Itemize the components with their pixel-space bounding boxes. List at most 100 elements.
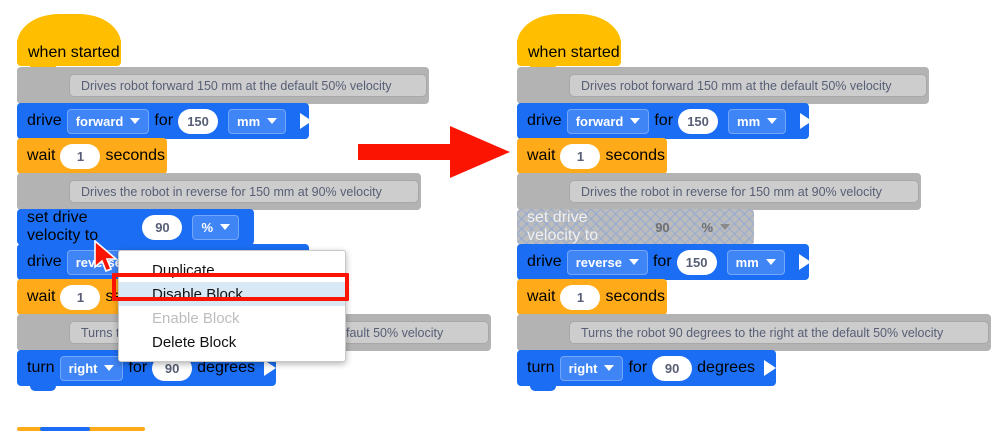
- chevron-down-icon: [604, 365, 615, 371]
- comment-text: Drives robot forward 150 mm at the defau…: [581, 78, 892, 93]
- play-icon[interactable]: [800, 113, 813, 129]
- drive-label: drive: [527, 112, 562, 129]
- wait-label: wait: [27, 147, 56, 164]
- drive-unit-dropdown[interactable]: mm: [726, 249, 785, 275]
- comment-block-3[interactable]: Turns the robot 90 degrees to the right …: [517, 314, 991, 356]
- play-icon[interactable]: [763, 360, 776, 376]
- drive-forward-block[interactable]: drive forward for 150 mm: [17, 103, 313, 144]
- turn-label: turn: [527, 359, 555, 376]
- comment-block-2[interactable]: Drives the robot in reverse for 150 mm a…: [17, 173, 421, 215]
- menu-item-delete-block[interactable]: Delete Block: [152, 333, 237, 351]
- next-block-sliver-blue: [40, 427, 90, 431]
- wait-seconds-field[interactable]: 1: [60, 284, 101, 310]
- right-arrow-before-after: [358, 126, 510, 178]
- comment-block-1[interactable]: Drives robot forward 150 mm at the defau…: [517, 67, 929, 109]
- set-drive-velocity-label: set drive velocity to: [27, 209, 99, 244]
- turn-direction-dropdown[interactable]: right: [559, 355, 624, 381]
- comment-bubble: Drives the robot in reverse for 150 mm a…: [569, 180, 919, 203]
- drive-unit-dropdown-value: mm: [735, 254, 759, 270]
- for-label: for: [654, 112, 674, 129]
- wait-label: wait: [527, 147, 556, 164]
- comment-text: Drives robot forward 150 mm at the defau…: [81, 78, 392, 93]
- turn-direction-dropdown[interactable]: right: [59, 355, 124, 381]
- drive-amount-field[interactable]: 150: [676, 249, 717, 275]
- drive-direction-dropdown[interactable]: forward: [66, 108, 150, 134]
- mouse-cursor-icon: [94, 240, 119, 272]
- velocity-amount-field[interactable]: 90: [142, 214, 183, 240]
- comment-bubble: Drives robot forward 150 mm at the defau…: [569, 74, 927, 97]
- chevron-down-icon: [104, 365, 115, 371]
- drive-unit-dropdown[interactable]: mm: [228, 108, 287, 134]
- turn-amount-field-value: 90: [164, 360, 180, 376]
- drive-amount-field-value: 150: [687, 113, 709, 129]
- play-icon[interactable]: [263, 360, 276, 376]
- wait-seconds-field[interactable]: 1: [60, 143, 101, 169]
- play-icon[interactable]: [798, 254, 811, 270]
- when-started-block[interactable]: when started: [17, 14, 121, 71]
- chevron-down-icon: [630, 118, 641, 124]
- velocity-unit-dropdown[interactable]: %: [692, 215, 739, 240]
- drive-unit-dropdown-value: mm: [237, 113, 261, 129]
- drive-direction-dropdown-value: forward: [75, 113, 124, 129]
- drive-amount-field[interactable]: 150: [678, 108, 719, 134]
- drive-unit-dropdown[interactable]: mm: [728, 108, 787, 134]
- drive-unit-dropdown-value: mm: [737, 113, 761, 129]
- block-connector: [530, 386, 556, 391]
- degrees-label: degrees: [697, 359, 755, 376]
- drive-label: drive: [27, 112, 62, 129]
- when-started-label: when started: [28, 44, 120, 61]
- comment-bubble: Drives robot forward 150 mm at the defau…: [69, 74, 427, 97]
- wait-block-1[interactable]: wait 1 seconds: [17, 138, 167, 179]
- wait-seconds-field-value: 1: [76, 148, 85, 164]
- chevron-down-icon: [628, 259, 639, 265]
- when-started-label: when started: [528, 44, 620, 61]
- block-connector: [30, 386, 56, 391]
- wait-label: wait: [527, 288, 556, 305]
- chevron-down-icon: [767, 118, 778, 124]
- chevron-down-icon: [720, 224, 730, 230]
- seconds-label: seconds: [105, 147, 166, 164]
- when-started-block[interactable]: when started: [517, 14, 621, 71]
- drive-direction-dropdown-value: reverse: [575, 254, 622, 270]
- for-label: for: [154, 112, 174, 129]
- drive-amount-field[interactable]: 150: [178, 108, 219, 134]
- hat-body: [17, 40, 121, 66]
- set-drive-velocity-block[interactable]: set drive velocity to 90%: [17, 209, 254, 250]
- turn-amount-field[interactable]: 90: [652, 355, 693, 381]
- velocity-unit-dropdown-value: %: [201, 219, 213, 235]
- play-icon[interactable]: [300, 113, 313, 129]
- comment-block-1[interactable]: Drives robot forward 150 mm at the defau…: [17, 67, 429, 109]
- wait-seconds-field-value: 1: [576, 148, 585, 164]
- drive-direction-dropdown[interactable]: reverse: [566, 249, 648, 275]
- seconds-label: seconds: [605, 288, 666, 305]
- wait-seconds-field[interactable]: 1: [560, 284, 601, 310]
- wait-label: wait: [27, 288, 56, 305]
- drive-label: drive: [27, 253, 62, 270]
- chevron-down-icon: [267, 118, 278, 124]
- velocity-unit-dropdown[interactable]: %: [192, 214, 239, 240]
- drive-direction-dropdown[interactable]: forward: [566, 108, 650, 134]
- wait-seconds-field[interactable]: 1: [560, 143, 601, 169]
- comment-text: Drives the robot in reverse for 150 mm a…: [581, 184, 882, 199]
- drive-amount-field-value: 150: [187, 113, 209, 129]
- drive-amount-field-value: 150: [685, 254, 708, 270]
- velocity-amount-field[interactable]: 90: [642, 215, 682, 240]
- degrees-label: degrees: [197, 359, 255, 376]
- for-label: for: [652, 253, 672, 270]
- comment-block-2[interactable]: Drives the robot in reverse for 150 mm a…: [517, 173, 921, 215]
- turn-direction-dropdown-value: right: [68, 360, 98, 376]
- turn-direction-dropdown-value: right: [568, 360, 598, 376]
- comment-bubble: Drives the robot in reverse for 150 mm a…: [69, 180, 419, 203]
- disable-block-highlight: [112, 273, 349, 301]
- comment-text: Turns the robot 90 degrees to the right …: [581, 325, 944, 340]
